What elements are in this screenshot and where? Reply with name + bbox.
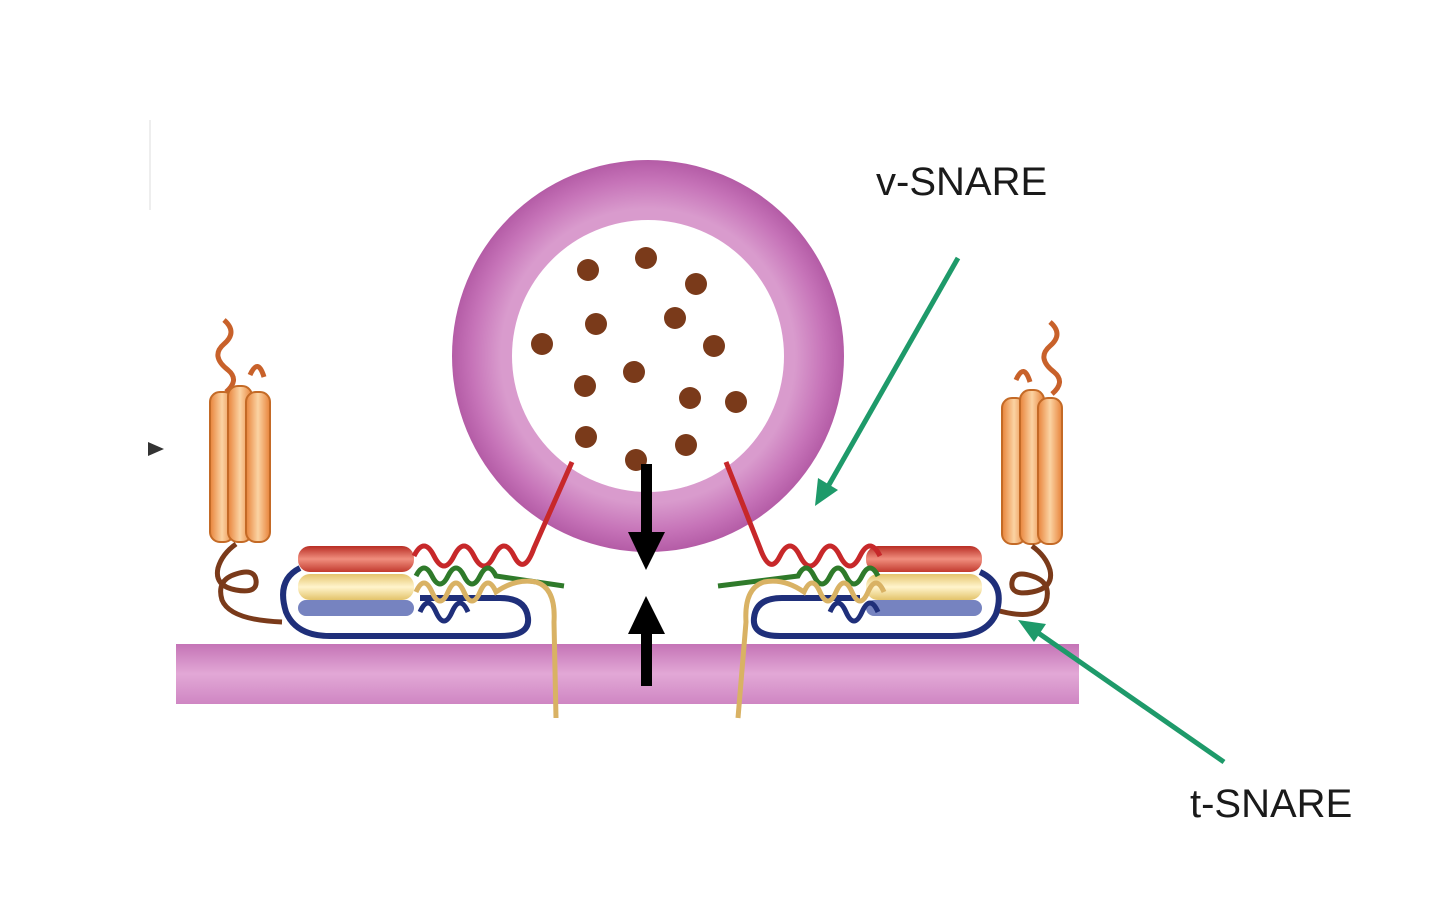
cargo-dot [679,387,701,409]
cargo-dot [585,313,607,335]
cargo-dot [574,375,596,397]
right-red-helix [866,546,982,572]
cargo-dot [703,335,725,357]
right-blue-loop [750,569,1002,639]
cargo-dot [575,426,597,448]
left-snare-complex [209,318,575,719]
t-snare-pointer-arrow [1018,620,1226,765]
left-yellow-helix [298,574,414,600]
right-blue-helix [866,600,982,616]
cargo-dot [531,333,553,355]
cargo-dot [577,259,599,281]
cargo-dot [675,434,697,456]
t-snare-label: t-SNARE [1190,782,1353,826]
cargo-dot [635,247,657,269]
right-green-strand [717,565,881,589]
cargo-dot [685,273,707,295]
cargo-dot [725,391,747,413]
right-syntaxin-bundle [995,320,1063,617]
right-tan-strand [735,578,887,719]
cargo-dot [623,361,645,383]
v-snare-pointer-arrow [815,256,961,506]
left-blue-helix [298,600,414,616]
target-membrane [176,644,1079,704]
arrow-up-icon [628,596,665,686]
left-tan-strand [413,578,559,719]
arrow-down-icon [628,464,665,570]
small-marker-icon [148,442,164,456]
right-v-snare-strand [723,461,883,569]
left-v-snare-strand [411,460,575,569]
left-green-strand [413,565,565,589]
vesicle-cargo [531,247,747,471]
left-blue-loop [280,565,532,639]
right-snare-complex [717,320,1063,719]
left-red-helix [298,546,414,572]
vesicle [452,160,844,552]
cargo-dot [664,307,686,329]
left-syntaxin-bundle [209,318,283,625]
v-snare-label: v-SNARE [876,160,1048,204]
right-yellow-helix [866,574,982,600]
